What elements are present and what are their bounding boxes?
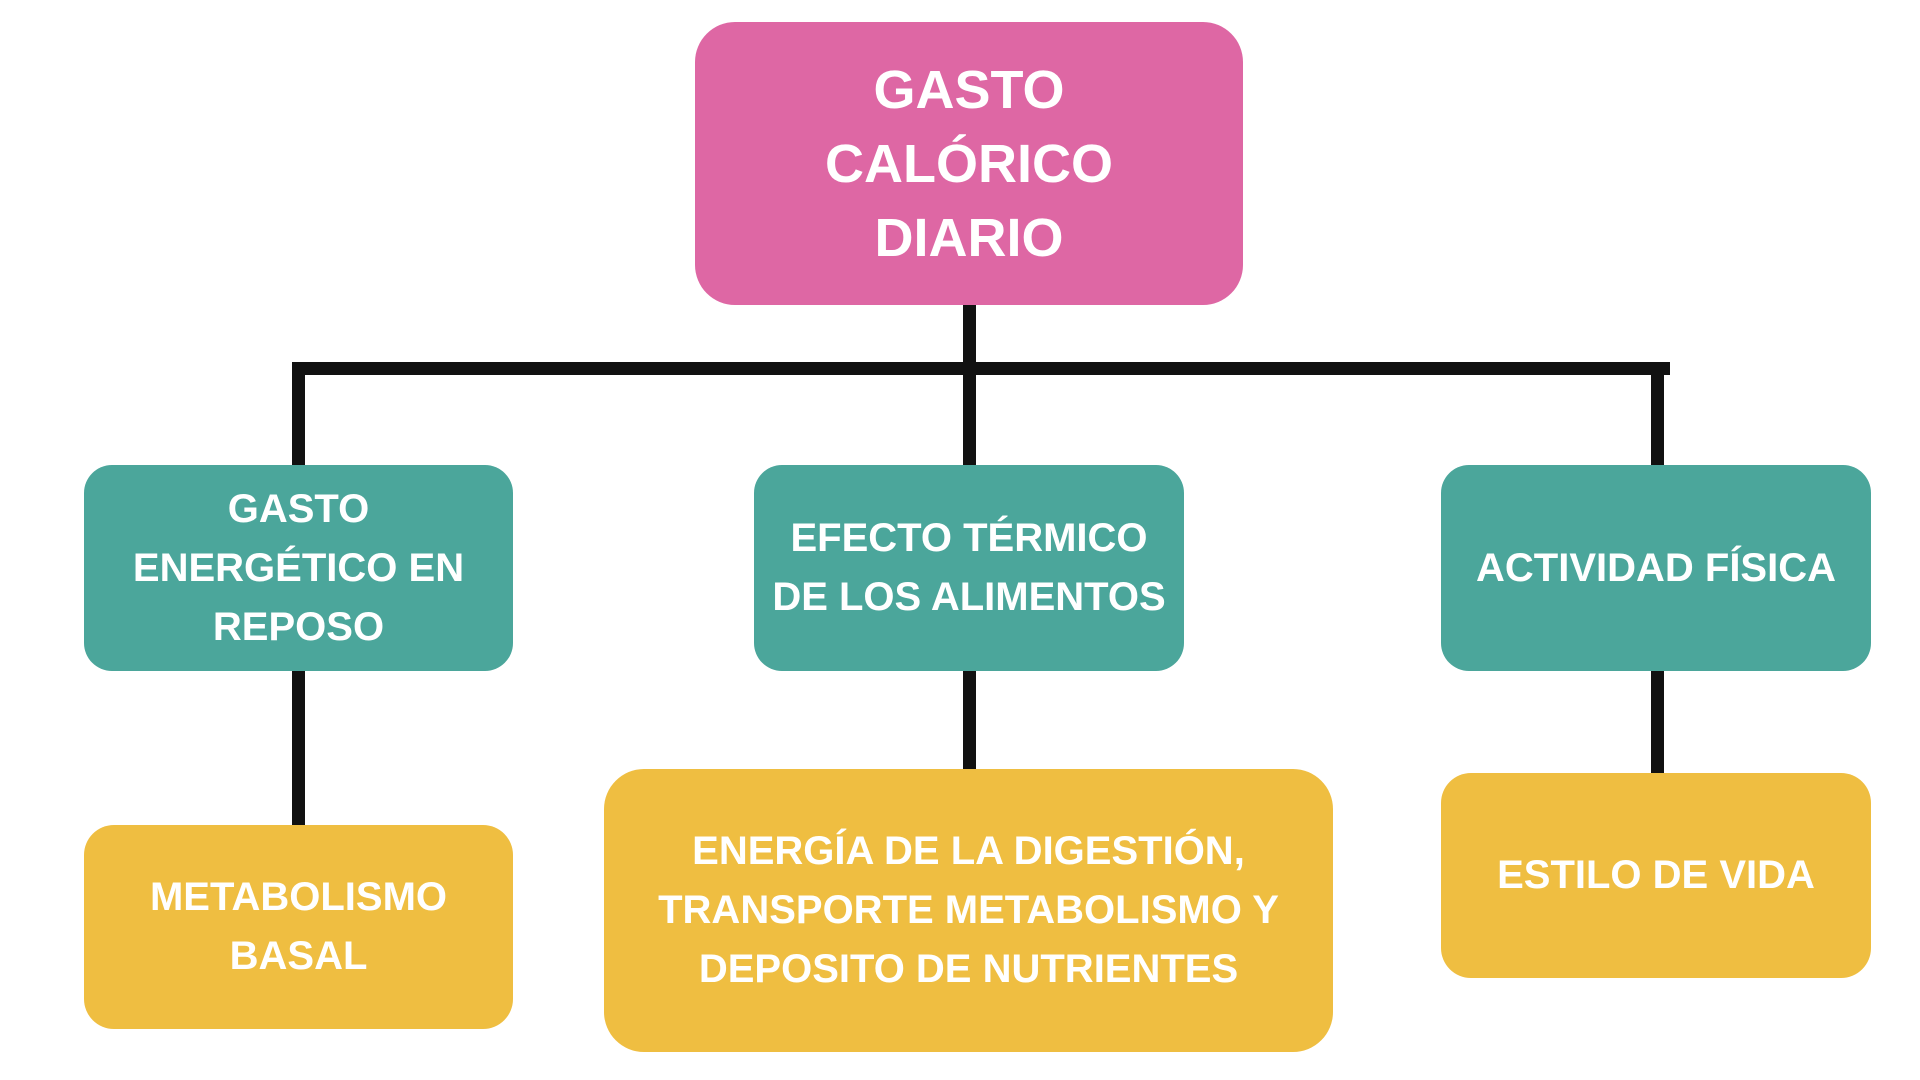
node-estilo-de-vida: ESTILO DE VIDA [1441, 773, 1871, 978]
root-node-label: GASTO CALÓRICO DIARIO [825, 59, 1113, 268]
node-label: EFECTO TÉRMICO DE LOS ALIMENTOS [772, 516, 1166, 619]
node-label: ESTILO DE VIDA [1497, 853, 1815, 897]
root-node: GASTO CALÓRICO DIARIO [695, 22, 1243, 305]
connector-right-down [1651, 362, 1664, 468]
connector-left-down [292, 362, 305, 468]
node-label: GASTO ENERGÉTICO EN REPOSO [132, 486, 465, 649]
connector-middle-lower [963, 668, 976, 772]
node-label: ACTIVIDAD FÍSICA [1476, 545, 1836, 590]
node-label: METABOLISMO BASAL [149, 875, 447, 978]
node-actividad-fisica: ACTIVIDAD FÍSICA [1441, 465, 1871, 671]
node-gasto-energetico-reposo: GASTO ENERGÉTICO EN REPOSO [84, 465, 513, 671]
node-energia-digestion: ENERGÍA DE LA DIGESTIÓN, TRANSPORTE META… [604, 769, 1333, 1052]
connector-right-lower [1651, 668, 1664, 776]
connector-horizontal [292, 362, 1670, 375]
connector-root-down [963, 300, 976, 470]
node-label: ENERGÍA DE LA DIGESTIÓN, TRANSPORTE META… [658, 829, 1279, 991]
connector-left-lower [292, 668, 305, 828]
node-efecto-termico: EFECTO TÉRMICO DE LOS ALIMENTOS [754, 465, 1184, 671]
node-metabolismo-basal: METABOLISMO BASAL [84, 825, 513, 1029]
